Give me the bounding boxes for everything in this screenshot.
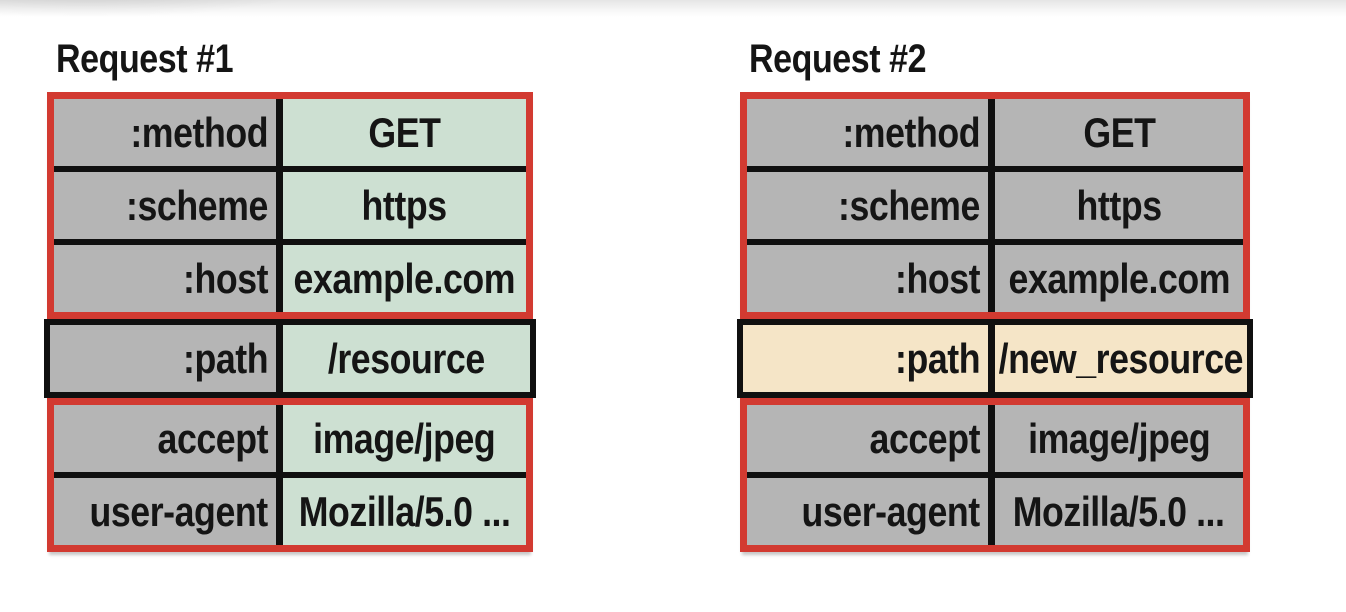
header-value: https [1076,181,1162,229]
header-value-cell: Mozilla/5.0 ... [283,478,526,545]
header-name-cell: :host [747,245,988,312]
request-2-title: Request #2 [749,36,1250,82]
column-divider [988,245,995,312]
header-name: user-agent [89,487,269,535]
header-value: image/jpeg [1027,414,1211,462]
column-divider [276,99,283,166]
header-value-cell: /new_resource [995,325,1247,392]
header-value-cell: Mozilla/5.0 ... [995,478,1243,545]
request-2-indexed-headers-group: :method GET :scheme https :host example.… [740,92,1250,319]
header-name-cell: :host [54,245,276,312]
header-value-cell: /resource [283,325,530,392]
request-1-headers-table: :method GET :scheme https :host example.… [44,92,536,552]
header-name-cell: :path [743,325,988,392]
row-separator [747,239,1243,245]
header-name-cell: :method [54,99,276,166]
request-1-header-row-user-agent: user-agent Mozilla/5.0 ... [54,478,526,545]
request-1-header-row-scheme: :scheme https [54,172,526,239]
header-value: Mozilla/5.0 ... [1013,487,1225,535]
column-divider [988,405,995,472]
request-1-header-row-host: :host example.com [54,245,526,312]
header-value: /new_resource [998,334,1244,382]
column-divider [276,172,283,239]
header-value: /resource [328,334,485,382]
column-divider [276,245,283,312]
header-value-cell: example.com [283,245,526,312]
header-name-cell: :method [747,99,988,166]
request-1-header-row-method: :method GET [54,99,526,166]
header-name: :host [894,254,981,302]
header-value-cell: image/jpeg [283,405,526,472]
request-1-title-text: Request #1 [56,37,234,81]
header-name: :method [130,108,268,156]
request-1-trailing-headers-group: accept image/jpeg user-agent Mozilla/5.0… [47,398,533,552]
header-name-cell: :scheme [747,172,988,239]
column-divider [276,405,283,472]
header-name: accept [869,414,980,462]
header-name-cell: user-agent [747,478,988,545]
header-value: GET [368,108,441,156]
row-separator [747,472,1243,478]
request-1-header-row-accept: accept image/jpeg [54,405,526,472]
header-name-cell: accept [747,405,988,472]
page-edge-shadow [0,0,1346,20]
request-2-header-row-host: :host example.com [747,245,1243,312]
header-name: :host [182,254,269,302]
request-2-header-row-method: :method GET [747,99,1243,166]
request-1-panel: Request #1 :method GET :scheme https :ho… [44,36,536,552]
request-1-title: Request #1 [56,36,533,82]
row-separator [54,472,526,478]
request-2-header-row-accept: accept image/jpeg [747,405,1243,472]
request-1-path-header-row: :path /resource [44,319,536,398]
request-2-path-header-row-highlighted: :path /new_resource [737,319,1253,398]
header-name-cell: user-agent [54,478,276,545]
request-2-headers-table: :method GET :scheme https :host example.… [737,92,1253,552]
row-separator [747,166,1243,172]
header-value: image/jpeg [313,414,496,462]
header-name-cell: :scheme [54,172,276,239]
header-value: Mozilla/5.0 ... [298,487,511,535]
header-name: :scheme [126,181,268,229]
header-name-cell: accept [54,405,276,472]
column-divider [988,99,995,166]
header-value-cell: https [283,172,526,239]
column-divider [276,325,283,392]
header-name: :path [182,334,269,382]
column-divider [276,478,283,545]
header-name: user-agent [801,487,981,535]
column-divider [988,478,995,545]
request-1-indexed-headers-group: :method GET :scheme https :host example.… [47,92,533,319]
header-name: :path [894,334,981,382]
header-value: example.com [1008,254,1230,302]
request-2-title-text: Request #2 [749,37,927,81]
request-2-trailing-headers-group: accept image/jpeg user-agent Mozilla/5.0… [740,398,1250,552]
column-divider [988,172,995,239]
header-value-cell: https [995,172,1243,239]
request-2-header-row-scheme: :scheme https [747,172,1243,239]
row-separator [54,166,526,172]
header-value: GET [1082,108,1156,156]
request-2-panel: Request #2 :method GET :scheme https :ho… [737,36,1253,552]
header-name: accept [157,414,268,462]
header-value: example.com [293,254,516,302]
header-name: :scheme [838,181,980,229]
request-2-header-row-user-agent: user-agent Mozilla/5.0 ... [747,478,1243,545]
header-value-cell: GET [995,99,1243,166]
header-name: :method [842,108,980,156]
header-value: https [361,181,448,229]
header-name-cell: :path [50,325,276,392]
header-value-cell: image/jpeg [995,405,1243,472]
row-separator [54,239,526,245]
header-value-cell: GET [283,99,526,166]
column-divider [988,325,995,392]
header-value-cell: example.com [995,245,1243,312]
